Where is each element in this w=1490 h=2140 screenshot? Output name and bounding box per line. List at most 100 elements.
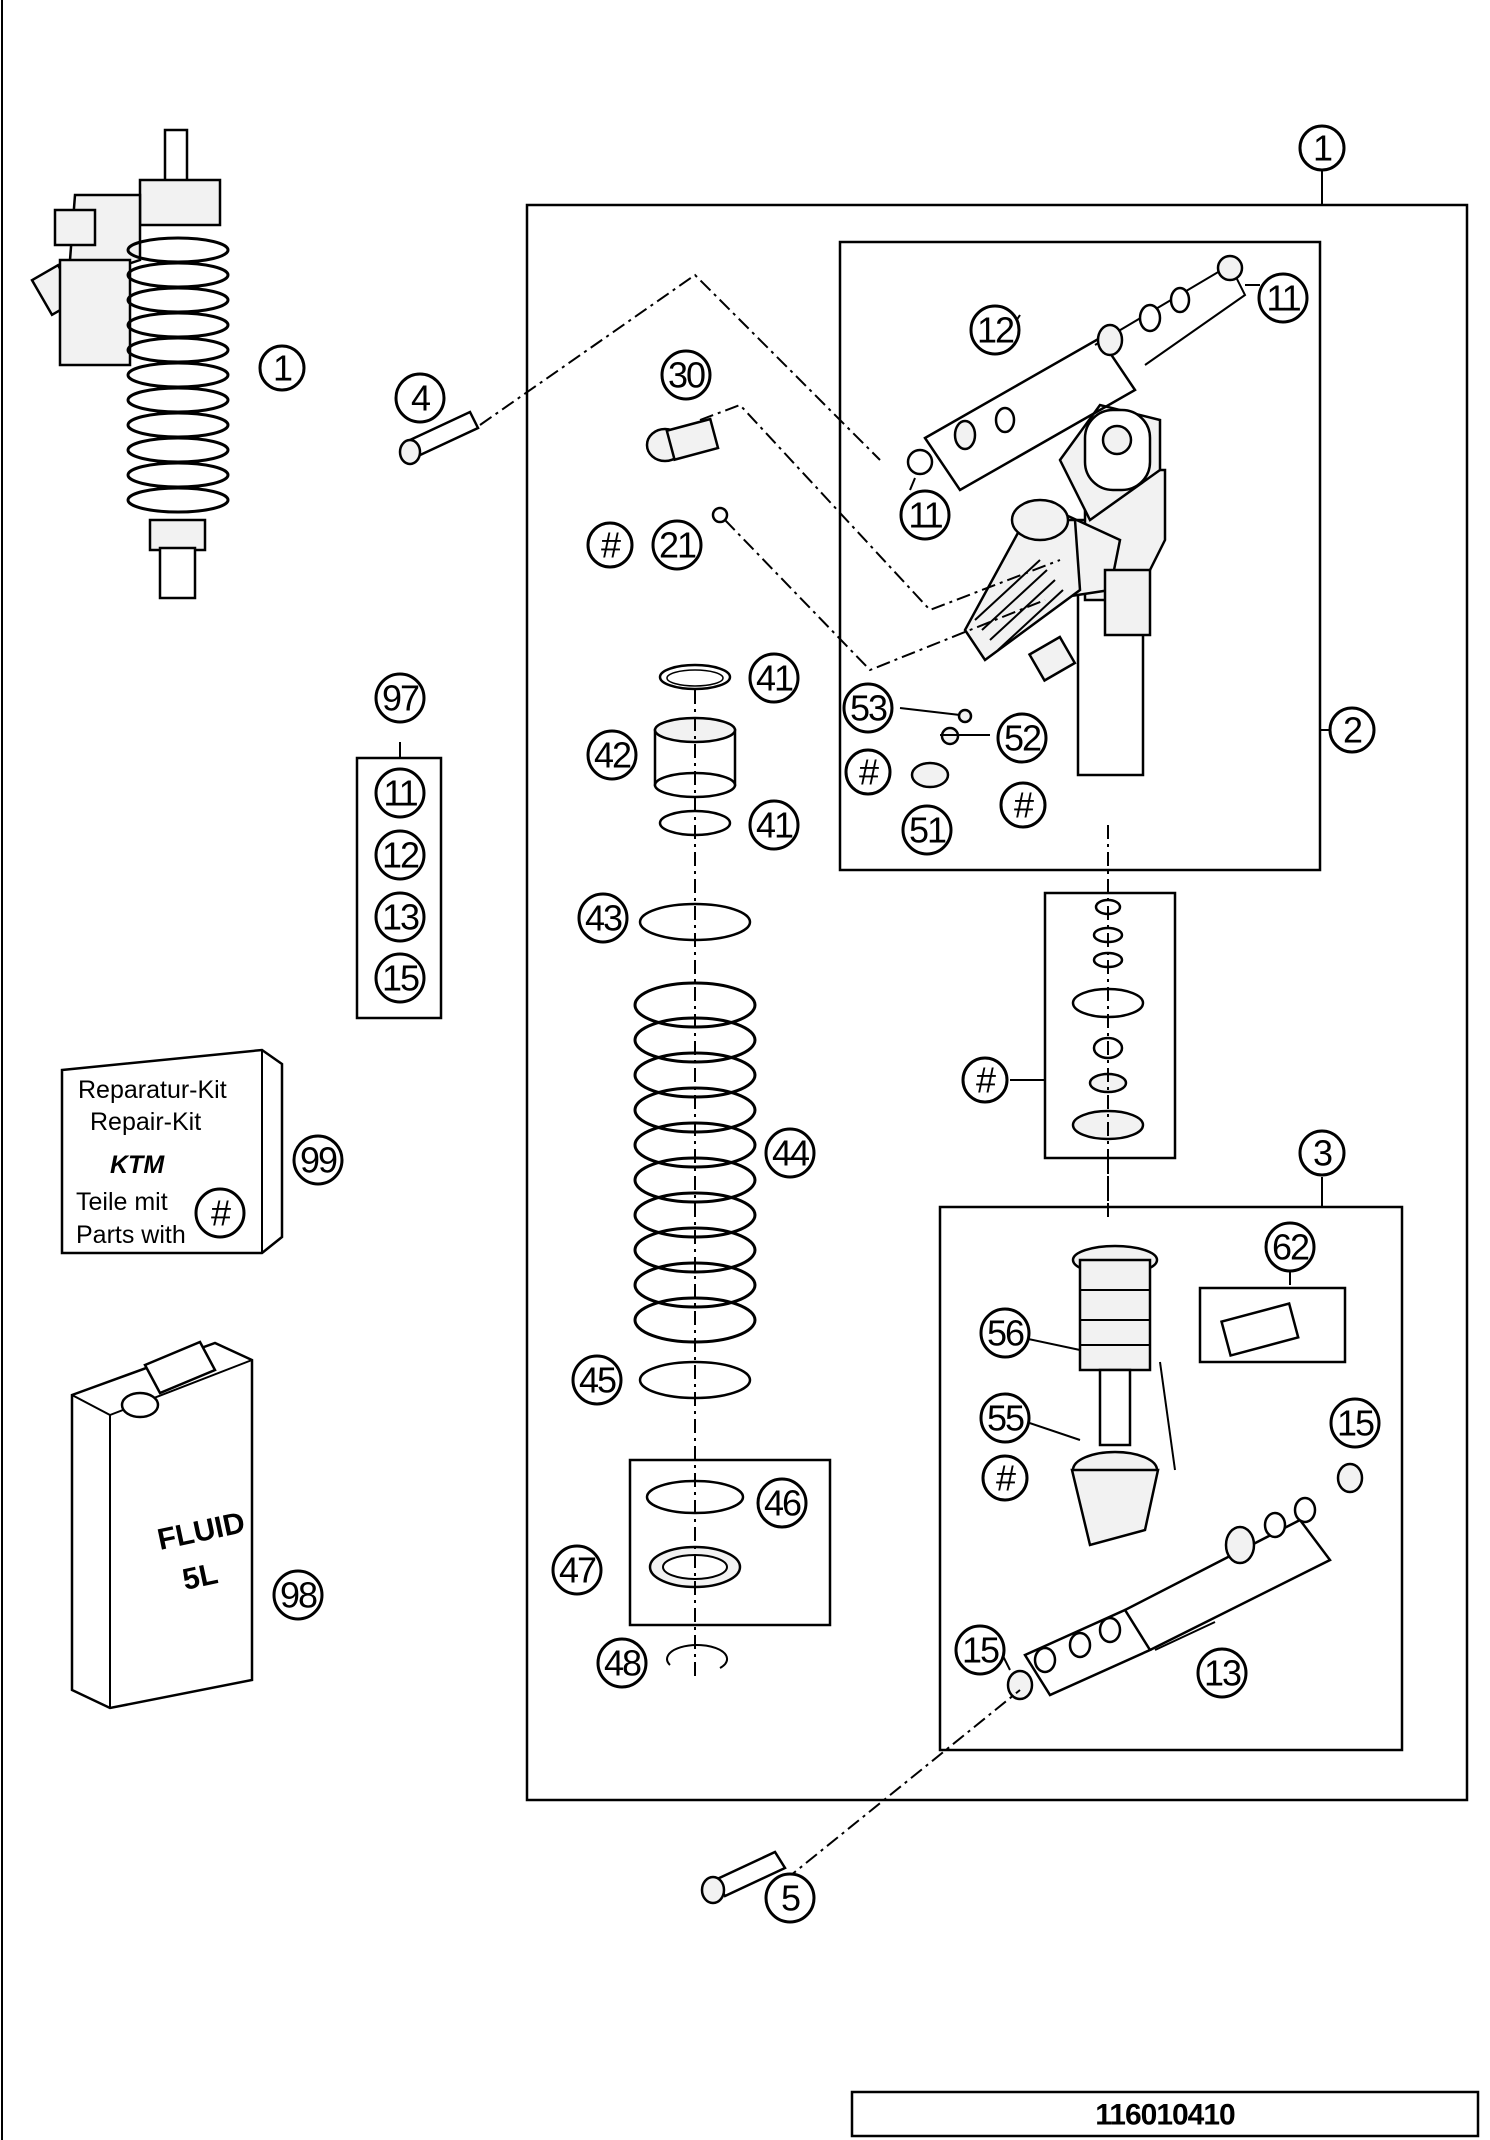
damper-rod-assembly [1070,1244,1347,1547]
repair-kit-line3: Teile mit [76,1188,168,1216]
callout-52: 52 [996,712,1048,764]
svg-text:30: 30 [668,355,705,396]
drawing-number: 116010410 [1095,2099,1235,2132]
svg-text:#: # [601,525,621,566]
callout-56: 56 [979,1307,1031,1359]
upper-seal-kit [906,254,1247,492]
assembled-shock-illustration [30,128,230,600]
callout-hash-55: # [981,1454,1029,1502]
callout-13: 13 [1196,1647,1248,1699]
repair-kit-box: Reparatur-Kit Repair-Kit KTM Teile mit P… [60,1048,284,1255]
callout-1: 1 [1298,124,1346,172]
callout-41-upper: 41 [748,652,800,704]
kit-97-item: 15 [374,952,426,1004]
svg-text:#: # [996,1458,1016,1499]
assembly-3-frame [938,1205,1404,1752]
svg-text:97: 97 [382,678,419,719]
callout-hash-21: # [586,521,634,569]
callout-43: 43 [577,892,629,944]
assembly-1-frame [525,203,1469,1802]
kit-97-item: 13 [374,891,426,943]
ktm-logo: KTM [110,1151,165,1179]
callout-41-lower: 41 [748,799,800,851]
kit-97-item: 12 [374,829,426,881]
fluid-can: FLUID 5L [70,1340,254,1710]
reservoir-body [963,403,1167,777]
bearing-kit-frame [628,1458,832,1627]
callout-21: 21 [651,519,703,571]
callout-15-lower: 15 [954,1624,1006,1676]
callout-99: 99 [292,1134,344,1186]
svg-text:44: 44 [772,1133,809,1174]
svg-text:43: 43 [585,898,622,939]
callout-1-assembled: 1 [258,344,306,392]
callout-hash-52: # [999,781,1047,829]
svg-text:4: 4 [411,378,430,419]
callout-hash-seal-kit: # [961,1056,1009,1104]
callout-hash-51: # [844,748,892,796]
callout-30: 30 [660,349,712,401]
callout-44: 44 [764,1127,816,1179]
callout-11-upper: 11 [1257,272,1309,324]
svg-text:21: 21 [659,525,696,566]
svg-text:56: 56 [987,1313,1024,1354]
callout-4: 4 [394,372,446,424]
svg-text:46: 46 [764,1483,801,1524]
callout-51: 51 [901,804,953,856]
svg-text:2: 2 [1343,710,1362,751]
repair-kit-line2: Repair-Kit [90,1108,201,1136]
callout-48: 48 [596,1637,648,1689]
callout-42: 42 [586,729,638,781]
svg-text:52: 52 [1004,718,1041,759]
callout-2: 2 [1328,706,1376,754]
callout-3: 3 [1298,1129,1346,1177]
callout-46: 46 [756,1477,808,1529]
svg-text:11: 11 [908,495,942,536]
svg-text:47: 47 [559,1550,596,1591]
callout-hash-kit: # [194,1187,246,1239]
svg-text:1: 1 [1313,128,1332,169]
svg-text:15: 15 [962,1630,999,1671]
bolt-4 [398,410,480,466]
repair-kit-line1: Reparatur-Kit [78,1076,227,1104]
svg-text:55: 55 [987,1398,1024,1439]
assembly-2-frame [838,240,1322,872]
callout-47: 47 [551,1544,603,1596]
svg-text:#: # [1014,785,1034,826]
callout-15-upper: 15 [1329,1397,1381,1449]
bolt-5 [700,1850,787,1905]
svg-text:13: 13 [382,897,419,938]
svg-text:53: 53 [850,688,887,729]
svg-text:99: 99 [300,1140,337,1181]
svg-text:41: 41 [756,658,793,699]
svg-text:11: 11 [383,773,417,814]
svg-text:48: 48 [604,1643,641,1684]
svg-text:98: 98 [280,1575,317,1616]
svg-text:13: 13 [1204,1653,1241,1694]
drawing-number-box: 116010410 [850,2090,1480,2138]
adjuster-30 [645,417,720,463]
svg-text:12: 12 [977,310,1014,351]
svg-text:5: 5 [781,1878,800,1919]
svg-text:15: 15 [1337,1403,1374,1444]
svg-text:51: 51 [909,810,946,851]
svg-text:45: 45 [579,1360,616,1401]
callout-98: 98 [272,1569,324,1621]
svg-text:41: 41 [756,805,793,846]
callout-5: 5 [764,1872,816,1924]
callout-11-lower: 11 [899,489,951,541]
kit-97-item: 11 [374,767,426,819]
svg-text:12: 12 [382,835,419,876]
spring-column-parts [633,663,757,1669]
svg-text:15: 15 [382,958,419,999]
svg-text:1: 1 [273,348,292,389]
seal-kit-frame [1043,891,1177,1160]
repair-kit-line4: Parts with [76,1221,186,1249]
svg-text:42: 42 [594,735,631,776]
callout-53: 53 [842,682,894,734]
callout-97: 97 [374,672,426,724]
callout-62: 62 [1264,1221,1316,1273]
svg-text:#: # [859,752,879,793]
lower-seal-kit [1006,1462,1364,1701]
